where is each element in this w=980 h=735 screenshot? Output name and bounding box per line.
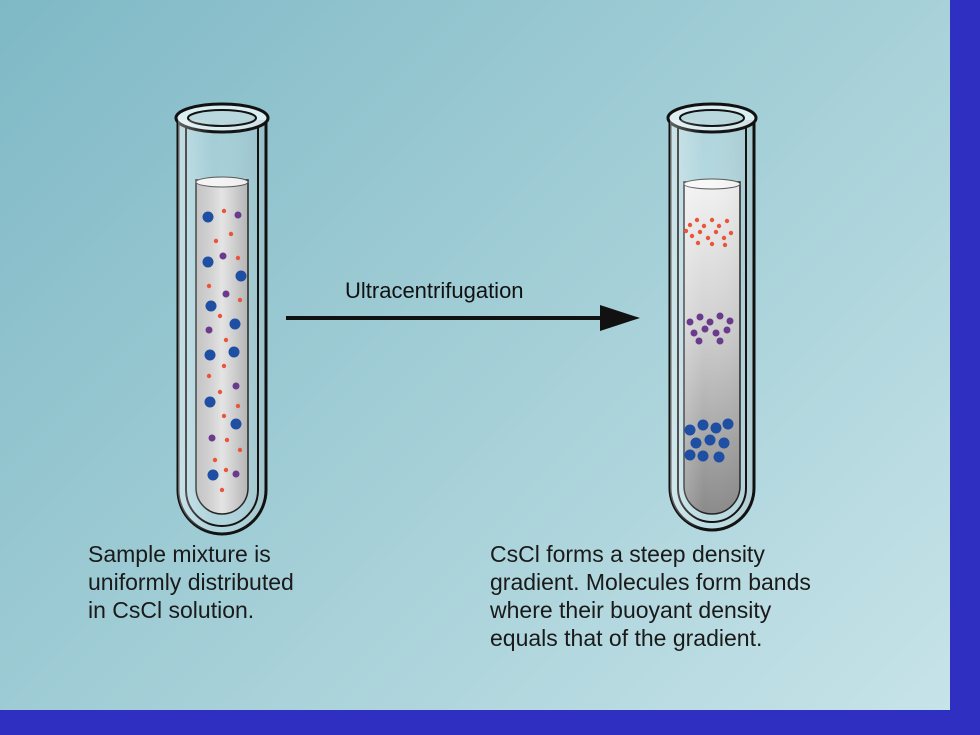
small-molecule (223, 467, 229, 473)
medium-molecule (232, 382, 240, 390)
small-molecule (217, 313, 223, 319)
large-molecule (710, 422, 722, 434)
large-molecule (718, 437, 730, 449)
small-molecule (206, 283, 212, 289)
small-molecule (221, 363, 227, 369)
caption-line: gradient. Molecules form bands (490, 569, 811, 595)
large-molecule (697, 419, 709, 431)
large-molecule (722, 418, 734, 430)
medium-molecule (222, 290, 230, 298)
large-molecule (684, 449, 696, 461)
medium-molecule (208, 434, 216, 442)
small-molecule (716, 223, 722, 229)
small-molecule (217, 389, 223, 395)
small-molecule (713, 229, 719, 235)
small-molecule (683, 228, 689, 234)
medium-molecule (695, 337, 703, 345)
caption-line: in CsCl solution. (88, 597, 255, 623)
small-molecule (223, 337, 229, 343)
medium-molecule (232, 470, 240, 478)
large-molecule (690, 437, 702, 449)
diagram-panel: Ultracentrifugation Sample mixture is un… (0, 0, 950, 710)
small-molecule (695, 240, 701, 246)
small-molecule (206, 373, 212, 379)
small-molecule (705, 235, 711, 241)
caption-line: where their buoyant density (490, 597, 772, 623)
small-molecule (237, 297, 243, 303)
small-molecule (709, 241, 715, 247)
small-molecule (728, 230, 734, 236)
small-molecule (213, 238, 219, 244)
medium-molecule (701, 325, 709, 333)
right-tube-particles (683, 217, 734, 463)
medium-molecule (716, 337, 724, 345)
ultracentrifugation-arrow (286, 305, 640, 331)
medium-molecule (696, 313, 704, 321)
large-molecule (228, 346, 240, 358)
large-molecule (704, 434, 716, 446)
large-molecule (697, 450, 709, 462)
small-molecule (709, 217, 715, 223)
small-molecule (221, 208, 227, 214)
small-molecule (235, 255, 241, 261)
small-molecule (721, 235, 727, 241)
large-molecule (230, 418, 242, 430)
large-molecule (684, 424, 696, 436)
large-molecule (205, 300, 217, 312)
medium-molecule (712, 329, 720, 337)
small-molecule (701, 223, 707, 229)
small-molecule (235, 403, 241, 409)
small-molecule (237, 447, 243, 453)
right-test-tube (666, 102, 758, 532)
small-molecule (697, 229, 703, 235)
left-test-tube (174, 102, 270, 536)
medium-molecule (723, 326, 731, 334)
small-molecule (212, 457, 218, 463)
small-molecule (694, 217, 700, 223)
small-molecule (219, 487, 225, 493)
large-molecule (229, 318, 241, 330)
small-molecule (221, 413, 227, 419)
small-molecule (224, 437, 230, 443)
medium-molecule (690, 329, 698, 337)
large-molecule (204, 349, 216, 361)
small-molecule (722, 242, 728, 248)
ultracentrifugation-label: Ultracentrifugation (345, 278, 524, 303)
small-molecule (724, 218, 730, 224)
left-tube-particles (202, 208, 247, 493)
medium-molecule (726, 317, 734, 325)
medium-molecule (686, 318, 694, 326)
right-tube-caption: CsCl forms a steep density gradient. Mol… (490, 540, 811, 652)
medium-molecule (234, 211, 242, 219)
large-molecule (202, 256, 214, 268)
large-molecule (202, 211, 214, 223)
large-molecule (207, 469, 219, 481)
small-molecule (689, 233, 695, 239)
left-tube-caption: Sample mixture is uniformly distributed … (88, 540, 294, 624)
caption-line: uniformly distributed (88, 569, 294, 595)
small-molecule (687, 222, 693, 228)
medium-molecule (219, 252, 227, 260)
medium-molecule (716, 312, 724, 320)
caption-line: CsCl forms a steep density (490, 541, 765, 567)
caption-line: Sample mixture is (88, 541, 271, 567)
small-molecule (228, 231, 234, 237)
large-molecule (235, 270, 247, 282)
diagram-canvas (174, 102, 758, 536)
large-molecule (204, 396, 216, 408)
medium-molecule (706, 318, 714, 326)
caption-line: equals that of the gradient. (490, 625, 763, 651)
large-molecule (713, 451, 725, 463)
medium-molecule (205, 326, 213, 334)
